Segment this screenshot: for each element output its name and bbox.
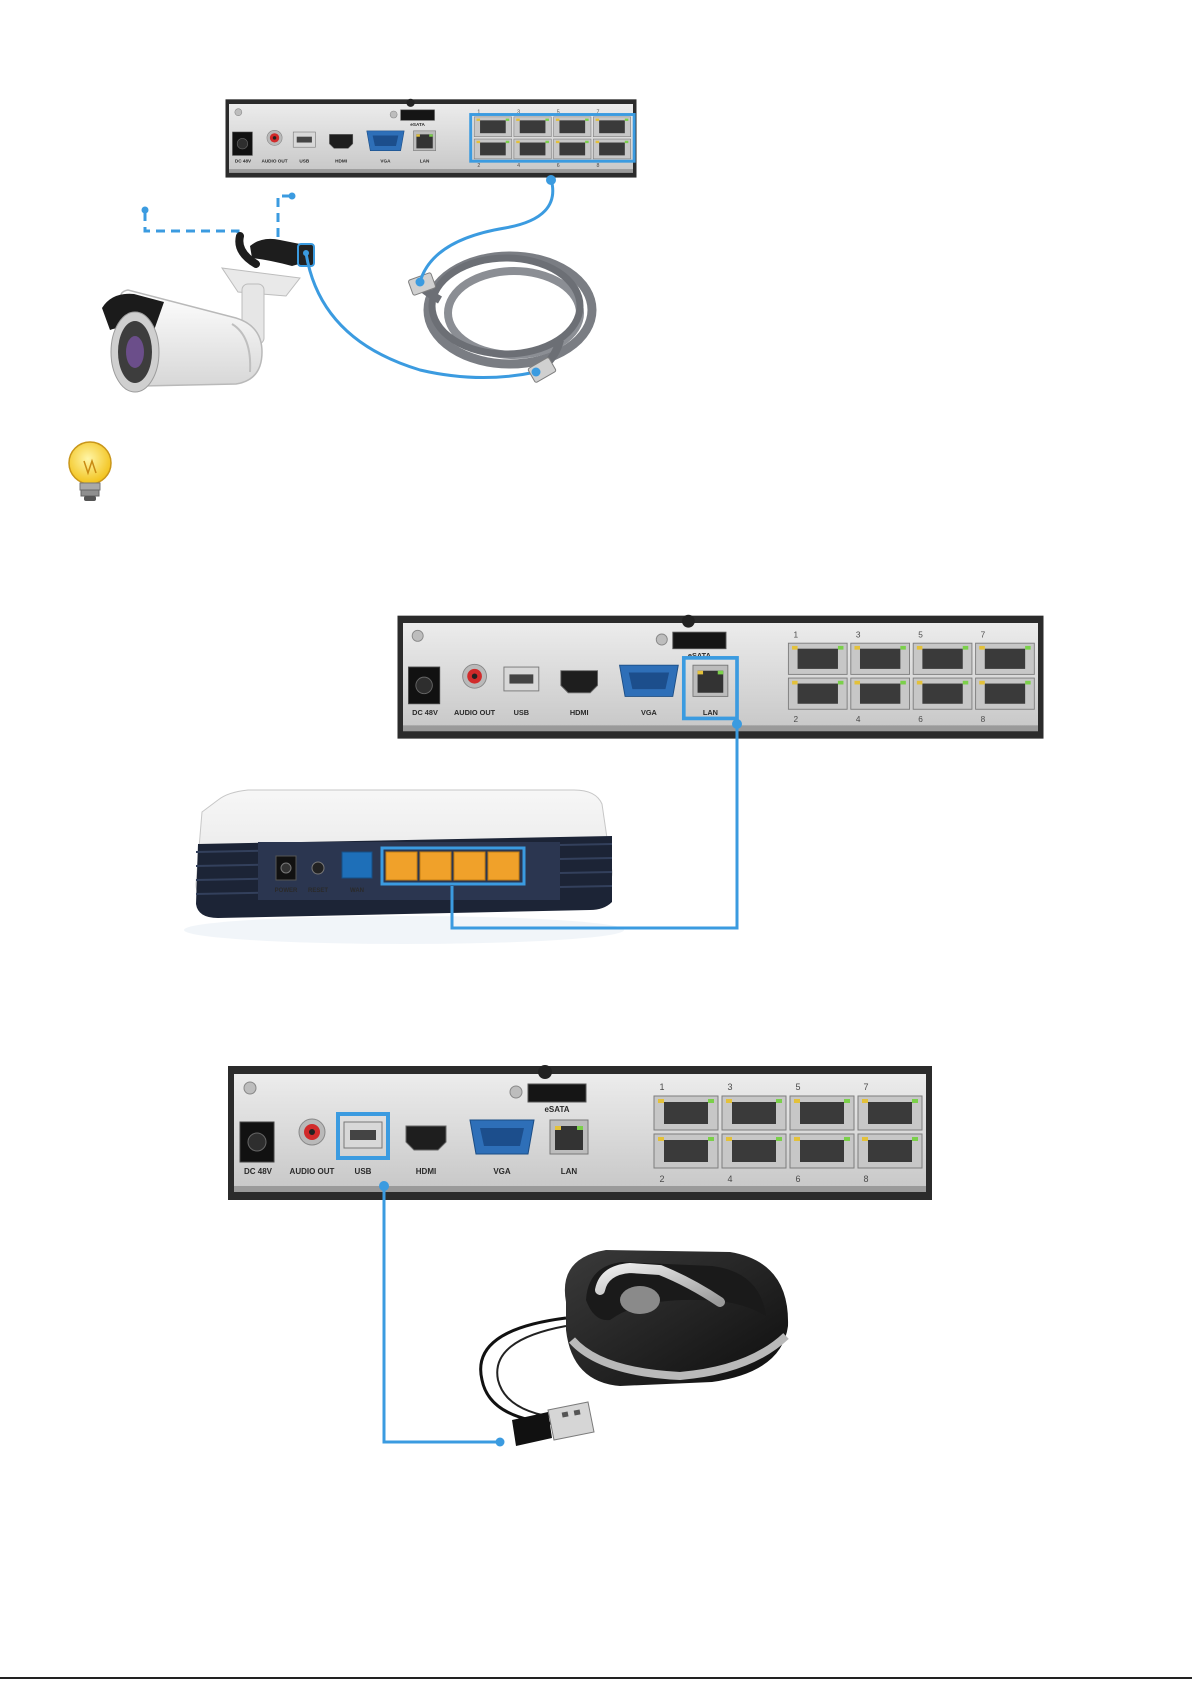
dc-label: DC 48V [244,1167,273,1176]
hdmi-label: HDMI [570,708,589,717]
poe-port-number-bottom: 4 [856,715,861,724]
poe-port-number-top: 7 [981,631,986,640]
poe-to-cable-line [420,179,553,282]
poe-port-number-bottom: 2 [477,163,480,169]
lan-label: LAN [420,158,430,163]
router-wan-label: WAN [350,888,364,894]
esata-label: eSATA [410,122,425,127]
poe-port-number-top: 1 [659,1082,664,1092]
bullet-camera-icon [102,268,300,392]
dashed-power-lead [145,212,238,240]
poe-port-number-top: 3 [856,631,861,640]
router-power-label: POWER [275,888,298,894]
poe-port-number-bottom: 6 [918,715,923,724]
vga-label: VGA [493,1167,511,1176]
usb-label: USB [355,1167,372,1176]
dc-label: DC 48V [235,158,252,163]
poe-port-number-bottom: 6 [557,163,560,169]
dc-label: DC 48V [412,708,438,717]
poe-port-number-top: 5 [795,1082,800,1092]
usb-mouse-icon [565,1250,788,1386]
nvr-panel-mouse: DC 48V AUDIO OUT USB HDMI VGA eSATA LAN 1 2 3 4 5 6 7… [228,1065,932,1200]
lan-label: LAN [561,1167,578,1176]
poe-port-number-bottom: 2 [659,1174,664,1184]
poe-port-number-bottom: 4 [727,1174,732,1184]
poe-port-number-bottom: 8 [597,163,600,169]
poe-port-number-bottom: 6 [795,1174,800,1184]
router-icon: POWER RESET WAN [184,790,624,944]
poe-port-number-top: 7 [863,1082,868,1092]
lan-label: LAN [703,708,718,717]
audio-out-label: AUDIO OUT [454,708,496,717]
poe-port-number-bottom: 8 [863,1174,868,1184]
router-diagram: POWER RESET WAN [184,719,742,944]
poe-port-number-bottom: 2 [793,715,798,724]
audio-out-label: AUDIO OUT [290,1167,335,1176]
poe-port-number-top: 1 [793,631,798,640]
dashed-power-lead-2 [278,196,291,242]
vga-label: VGA [380,158,391,163]
ethernet-cable-icon [408,256,592,383]
poe-port-number-bottom: 4 [517,163,520,169]
esata-label: eSATA [544,1105,569,1114]
camera-diagram [102,175,592,392]
audio-out-label: AUDIO OUT [261,158,287,163]
usb-to-mouse-line [384,1184,500,1442]
poe-port-number-bottom: 8 [981,715,986,724]
tip-lightbulb-icon [69,442,111,501]
hdmi-label: HDMI [416,1167,436,1176]
usb-label: USB [514,708,529,717]
mouse-diagram [379,1181,788,1447]
camera-pigtail-icon [239,236,314,266]
usb-label: USB [299,158,309,163]
router-reset-label: RESET [308,888,328,894]
poe-port-number-top: 3 [727,1082,732,1092]
vga-label: VGA [641,708,658,717]
hdmi-label: HDMI [335,158,347,163]
poe-port-number-top: 5 [918,631,923,640]
